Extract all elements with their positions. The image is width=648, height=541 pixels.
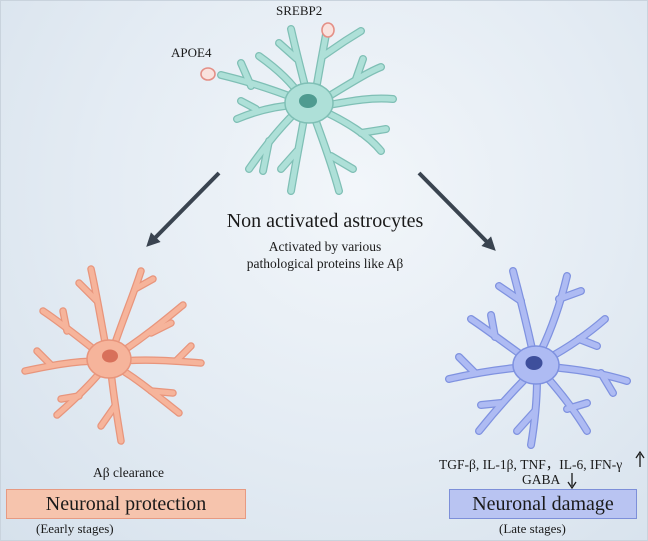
center-subtitle-line-1: Activated by various — [268, 239, 382, 254]
ab-clearance-label: Aβ clearance — [93, 465, 164, 480]
center-title: Non activated astrocytes — [226, 210, 424, 232]
srebp2-label: SREBP2 — [276, 3, 323, 18]
neuronal-damage-box: Neuronal damage — [449, 489, 637, 519]
neuronal-protection-box: Neuronal protection — [6, 489, 246, 519]
late-stages-label: (Late stages) — [499, 521, 566, 536]
early-stages-label: (Eearly stages) — [36, 521, 114, 536]
receptor-icon — [200, 67, 216, 81]
apoe4-label: APOE4 — [171, 45, 212, 60]
astrocyte-reactive — [445, 267, 631, 449]
astrocyte-protective — [21, 265, 205, 445]
cytokines-label: TGF-β, IL-1β, TNF，IL-6, IFN-γ — [439, 457, 623, 472]
up-arrow-icon — [635, 450, 645, 467]
receptor-icon — [321, 22, 335, 38]
gaba-label: GABA — [522, 472, 561, 487]
center-subtitle-line-2: pathological proteins like Aβ — [246, 256, 404, 271]
arrow-to-protection — [146, 171, 221, 247]
astrocyte-non-activated — [200, 22, 397, 195]
down-arrow-icon — [567, 473, 577, 490]
center-subtitle: Activated by various pathological protei… — [1, 238, 647, 272]
arrow-to-damage — [417, 171, 496, 251]
